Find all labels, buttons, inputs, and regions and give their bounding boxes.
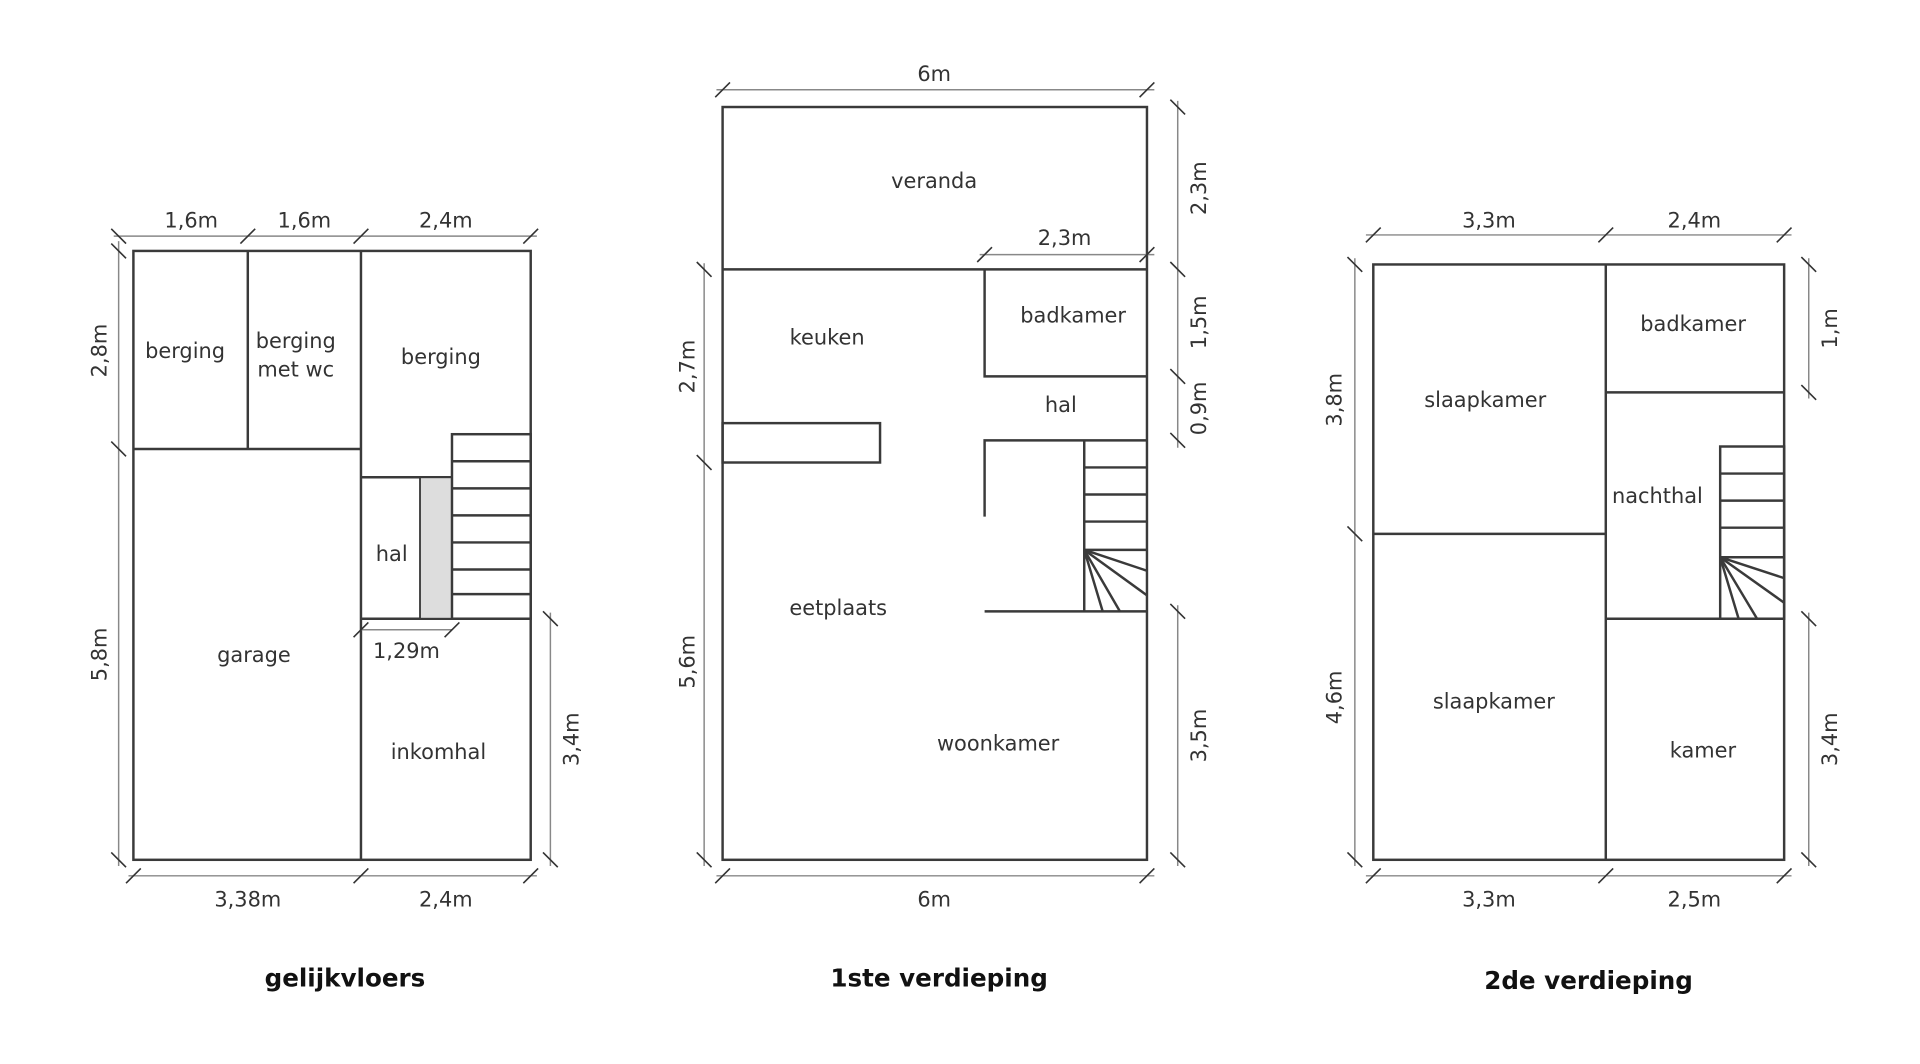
room-label: kamer — [1670, 739, 1737, 763]
room-label: keuken — [790, 325, 865, 349]
room-label: eetplaats — [789, 596, 887, 620]
room-label: hal — [376, 542, 408, 566]
room-label: inkomhal — [391, 740, 486, 764]
dimension-label: 3,5m — [1187, 709, 1211, 763]
dimension-label: 5,8m — [87, 628, 111, 682]
dimension-label: 2,8m — [87, 324, 111, 378]
dimension-lines — [113, 235, 552, 877]
dimension-label: 3,3m — [1462, 888, 1516, 912]
dimension-label: 1,6m — [278, 209, 332, 233]
room-label: badkamer — [1020, 303, 1126, 327]
room-label: berging — [401, 345, 481, 369]
dimension-label: 6m — [917, 62, 951, 86]
dimension-label: 3,4m — [1818, 712, 1842, 766]
dimension-label: 2,4m — [1668, 209, 1722, 233]
room-label: woonkamer — [937, 731, 1060, 755]
floor-plan-second: slaapkamer badkamer nachthal slaapkamer … — [1322, 209, 1842, 995]
dimension-label: 2,4m — [419, 209, 473, 233]
dimension-label: 1,5m — [1187, 295, 1211, 349]
floor-plan-ground: berging berging met wc berging hal garag… — [87, 209, 583, 993]
dimension-label: 1,m — [1818, 308, 1842, 348]
floor-plan-first: veranda keuken badkamer hal eetplaats wo… — [675, 62, 1211, 992]
dimension-label: 2,3m — [1038, 226, 1092, 250]
floor-title: 2de verdieping — [1484, 966, 1693, 995]
room-label: slaapkamer — [1424, 388, 1546, 412]
dimension-label: 3,3m — [1462, 209, 1516, 233]
kitchen-counter — [721, 421, 882, 464]
dimension-label: 1,29m — [373, 639, 440, 663]
room-label: berging — [256, 329, 336, 353]
floor-title: gelijkvloers — [265, 964, 426, 993]
room-label: nachthal — [1612, 484, 1703, 508]
dimension-label: 6m — [917, 888, 951, 912]
stair-landing — [419, 476, 453, 620]
room-label: hal — [1045, 393, 1077, 417]
staircase — [1718, 445, 1786, 620]
staircase — [1083, 440, 1148, 612]
dimension-label: 2,4m — [419, 888, 473, 912]
dimension-label: 3,4m — [560, 712, 584, 766]
floor-title: 1ste verdieping — [830, 964, 1047, 993]
dimension-label: 2,7m — [675, 340, 699, 394]
room-label: berging — [145, 339, 225, 363]
staircase — [450, 432, 532, 620]
dimension-label: 4,6m — [1322, 671, 1346, 725]
room-label: badkamer — [1640, 312, 1746, 336]
room-label: met wc — [257, 357, 334, 381]
dimension-label: 5,6m — [675, 635, 699, 689]
dimension-label: 1,6m — [164, 209, 218, 233]
dimension-label: 3,38m — [214, 888, 281, 912]
room-label: garage — [217, 643, 291, 667]
room-label: slaapkamer — [1433, 690, 1555, 714]
dimension-label: 0,9m — [1187, 382, 1211, 436]
dimension-label: 2,5m — [1668, 888, 1722, 912]
dimension-label: 3,8m — [1322, 373, 1346, 427]
dimension-label: 2,3m — [1187, 161, 1211, 215]
room-label: veranda — [891, 169, 977, 193]
